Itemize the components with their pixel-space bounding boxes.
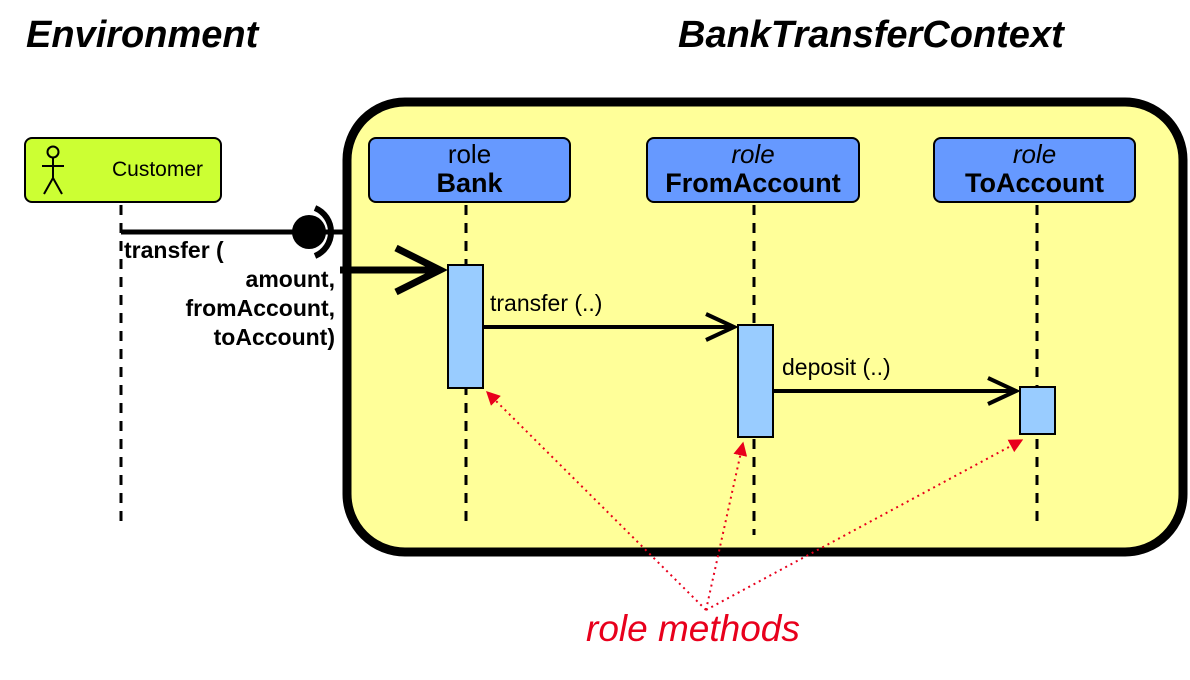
customer-actor — [24, 137, 222, 203]
role-box-fromaccount: role FromAccount — [646, 137, 860, 203]
role-box-toaccount: role ToAccount — [933, 137, 1136, 203]
env-message-line1: transfer ( — [124, 237, 224, 263]
note-arrow-fromaccount — [705, 441, 748, 611]
role-name-toaccount: ToAccount — [965, 168, 1104, 198]
role-name-bank: Bank — [436, 168, 503, 198]
env-message-label: transfer ( amount, fromAccount, toAccoun… — [124, 236, 335, 352]
env-call-arrowhead — [394, 244, 448, 296]
bank-activation — [447, 264, 484, 389]
env-message-line4: toAccount) — [213, 324, 335, 350]
role-methods-annotation: role methods — [586, 608, 800, 649]
toaccount-activation — [1019, 386, 1056, 435]
role-keyword: role — [1012, 139, 1057, 169]
transfer-arrowhead — [705, 312, 739, 342]
deposit-message-label: deposit (..) — [782, 354, 891, 380]
role-box-bank: role Bank — [368, 137, 571, 203]
transfer-message-label: transfer (..) — [490, 290, 603, 316]
environment-title: Environment — [26, 14, 259, 56]
env-message-line3: fromAccount, — [185, 295, 336, 321]
role-name-fromaccount: FromAccount — [665, 168, 841, 198]
fromaccount-activation — [737, 324, 774, 438]
provided-interface-ball — [292, 215, 326, 249]
required-interface-socket — [313, 205, 334, 259]
deposit-arrowhead — [987, 376, 1021, 406]
role-keyword: role — [447, 139, 492, 169]
context-title: BankTransferContext — [678, 14, 1064, 56]
stick-figure-icon — [42, 145, 64, 195]
role-keyword: role — [731, 139, 775, 169]
customer-label: Customer — [112, 158, 204, 181]
env-message-line2: amount, — [245, 266, 335, 292]
